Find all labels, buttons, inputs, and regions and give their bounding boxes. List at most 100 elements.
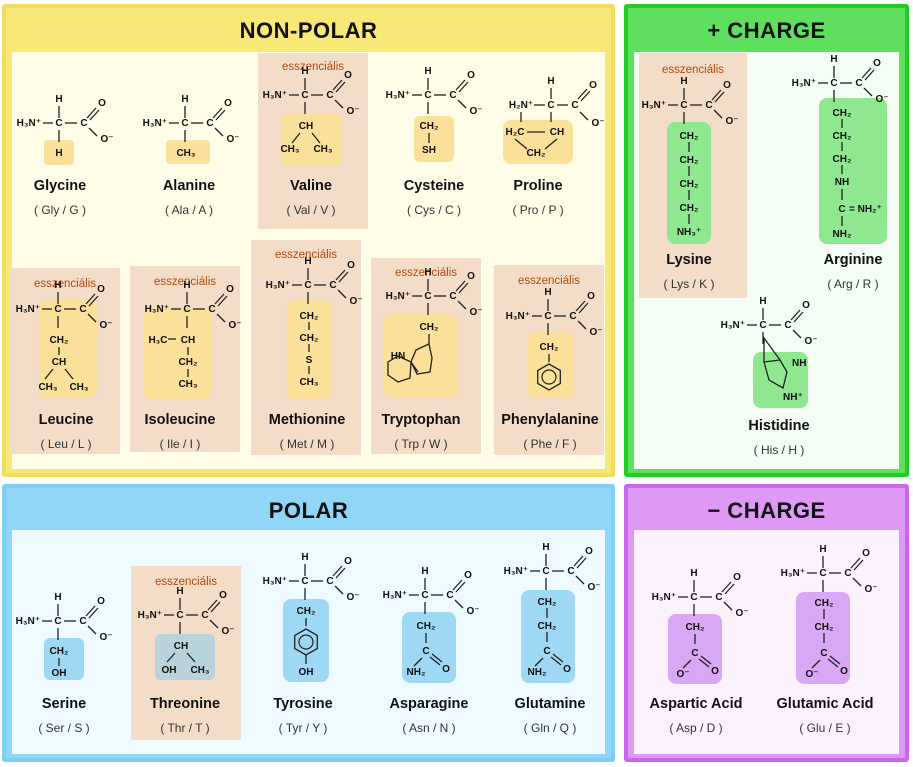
sidechain-highlight-tyrosine [283, 599, 329, 682]
formula-text: H [680, 76, 687, 87]
formula-text: C [329, 280, 336, 291]
bond-line [864, 69, 875, 81]
formula-text: O [563, 664, 571, 675]
tryptophan-name: Tryptophan [381, 412, 461, 428]
formula-text: S [306, 355, 313, 366]
formula-text: H₃N⁺ [16, 304, 40, 315]
formula-text: C [449, 90, 456, 101]
formula-text: H₃N⁺ [263, 90, 287, 101]
essential-label: esszenciális [34, 278, 96, 290]
sidechain-highlight-valine [282, 114, 342, 166]
bond-line [332, 79, 343, 91]
glycine-name: Glycine [33, 178, 87, 194]
bond-line [334, 585, 344, 595]
sidechain-highlight-arginine [819, 98, 887, 244]
formula-text: CH₂ [833, 108, 852, 119]
formula-text: O [219, 590, 227, 601]
formula-text: C [844, 568, 851, 579]
formula-text: H₃N⁺ [792, 78, 816, 89]
formula-text: HN [391, 351, 405, 362]
nonpolar-title: NON-POLAR [239, 18, 378, 43]
formula-text: C [449, 291, 456, 302]
formula-text: H [759, 296, 766, 307]
formula-text: CH₃ [313, 144, 332, 155]
bond-ring [387, 343, 433, 383]
bond-line [89, 109, 100, 121]
threonine-abbreviation: ( Thr / T ) [160, 721, 210, 735]
formula-text: H₂N⁺ [509, 100, 533, 111]
formula-text: H₃N⁺ [145, 304, 169, 315]
formula-text: H [690, 568, 697, 579]
formula-text: CH₂ [300, 311, 319, 322]
formula-text: H [421, 566, 428, 577]
sidechain-highlight-glutamic-acid [796, 592, 850, 684]
bond-line [711, 89, 722, 101]
formula-text: O⁻ [804, 336, 817, 347]
essential-label: esszenciális [275, 249, 337, 261]
formula-text: H₃N⁺ [386, 90, 410, 101]
formula-text: O [873, 58, 881, 69]
formula-text: C [715, 592, 722, 603]
formula-text: H [181, 94, 188, 105]
alanine-name: Alanine [162, 178, 216, 194]
formula-text: CH₂ [417, 621, 436, 632]
bond-line [575, 300, 586, 312]
bond-line [827, 658, 839, 668]
formula-text: C [54, 304, 61, 315]
essential-label: esszenciális [662, 64, 724, 76]
formula-text: C [571, 100, 578, 111]
bond-line [217, 295, 228, 307]
formula-text: H [55, 94, 62, 105]
bond-line [216, 313, 226, 323]
formula-text: O⁻ [226, 134, 239, 145]
formula-text: O⁻ [466, 606, 479, 617]
methionine-abbreviation: ( Met / M ) [279, 437, 335, 451]
formula-text: O [585, 546, 593, 557]
formula-text: CH [550, 127, 564, 138]
formula-text: NH₂ [528, 667, 547, 678]
bond-line [212, 107, 223, 119]
bond-line [214, 127, 224, 137]
formula-text: CH₂ [179, 357, 198, 368]
bond-line [850, 557, 861, 569]
bond-line [792, 329, 802, 339]
formula-text: O⁻ [99, 320, 112, 331]
bond-line [338, 271, 349, 283]
formula-text: O [344, 70, 352, 81]
formula-text: H₃N⁺ [652, 592, 676, 603]
bond-line [724, 583, 735, 595]
sidechain-highlight-glycine [44, 140, 74, 165]
formula-text: C [79, 616, 86, 627]
formula-text: CH [299, 121, 313, 132]
formula-text: C [680, 100, 687, 111]
formula-text: H₃N⁺ [721, 320, 745, 331]
formula-text: O [442, 664, 450, 675]
formula-text: NH₂ [407, 667, 426, 678]
formula-text: H₃N⁺ [138, 610, 162, 621]
bond-line [573, 555, 584, 567]
formula-text: CH₂ [680, 179, 699, 190]
formula-text: CH₂ [680, 155, 699, 166]
formula-text: H₃N⁺ [642, 100, 666, 111]
formula-text: C [569, 311, 576, 322]
bond-line [721, 581, 732, 593]
formula-text: O [587, 291, 595, 302]
bond-line [413, 657, 423, 667]
bond-line [714, 91, 725, 103]
formula-text: O [98, 98, 106, 109]
formula-text: C [691, 648, 698, 659]
formula-text: NH₂ [833, 229, 852, 240]
formula-text: CH₂ [420, 121, 439, 132]
formula-text: CH₂ [538, 621, 557, 632]
formula-text: CH₂ [686, 622, 705, 633]
glutamic-acid-name: Glutamic Acid [776, 696, 874, 712]
bond-line [186, 652, 196, 663]
formula-text: C [422, 646, 429, 657]
formula-text: O⁻ [591, 118, 604, 129]
bond-line [577, 88, 588, 100]
formula-text: C [543, 646, 550, 657]
benzene-aromatic-circle [298, 634, 314, 650]
phenylalanine-name: Phenylalanine [501, 412, 599, 428]
formula-text: O [723, 80, 731, 91]
formula-text: OH [52, 668, 67, 679]
